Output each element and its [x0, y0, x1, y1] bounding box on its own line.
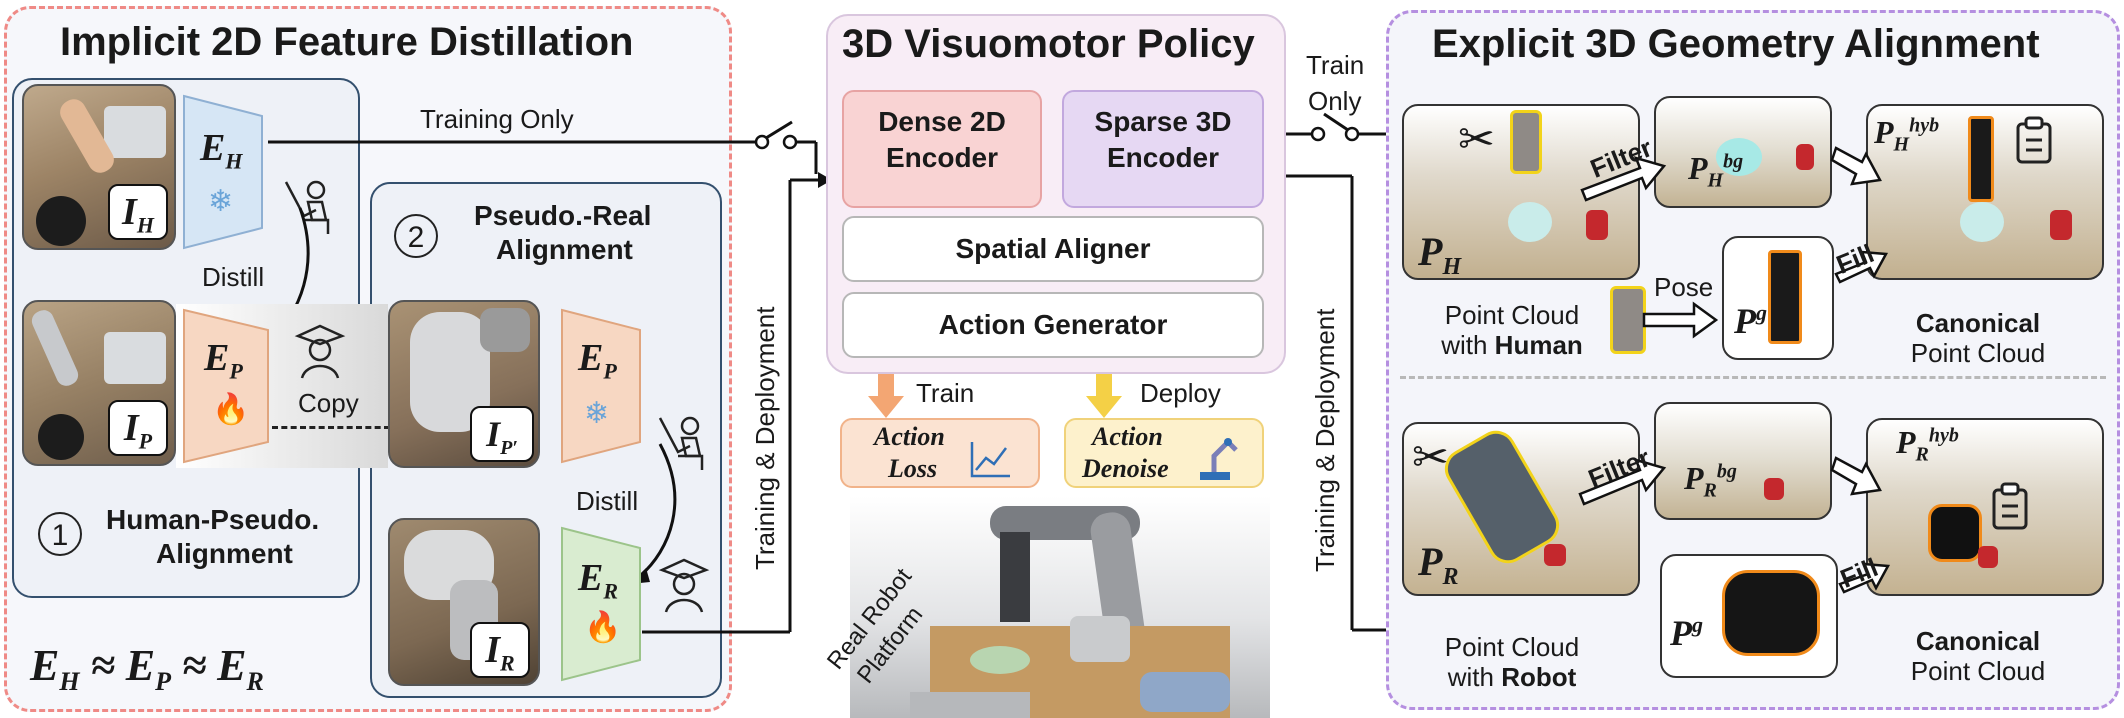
human-hyb-cloud [1866, 104, 2104, 280]
action-loss-a: Action [874, 422, 945, 451]
human-pg-cloud [1722, 236, 1834, 360]
flame-icon: 🔥 [584, 611, 622, 644]
er-label: ER [578, 557, 619, 604]
train-arrow [868, 374, 904, 418]
eh-label: EH [200, 127, 243, 174]
scissors-icon: ✂ [1412, 433, 1449, 482]
policy-title: 3D Visuomotor Policy [842, 22, 1255, 66]
right-panel-title: Explicit 3D Geometry Alignment [1432, 22, 2040, 66]
robot-hyb-cloud [1866, 418, 2104, 596]
distill-label-2: Distill [576, 486, 639, 516]
step-2-label-a: Pseudo.-Real [474, 200, 652, 231]
train-only-a: Train [1306, 50, 1365, 80]
robot-bg-cloud [1654, 402, 1832, 520]
student-icon [658, 558, 710, 613]
copy-line [272, 426, 390, 429]
chart-icon [970, 442, 1010, 478]
distill-label-1: Distill [202, 262, 265, 292]
ph-label: PH [1418, 229, 1462, 280]
pg2-label: Pg [1670, 612, 1703, 653]
robot-pg-cloud [1660, 554, 1838, 678]
ip-label: IP [108, 400, 168, 456]
spatial-aligner: Spatial Aligner [842, 216, 1264, 282]
step-1-label-b: Alignment [156, 538, 293, 569]
training-only-label: Training Only [420, 104, 574, 134]
eh-encoder [183, 94, 263, 250]
flame-icon: 🔥 [212, 393, 250, 426]
action-denoise-a: Action [1092, 422, 1163, 451]
left-panel-title: Implicit 2D Feature Distillation [60, 20, 634, 64]
train-only-b: Only [1308, 86, 1362, 116]
scissors-icon: ✂ [1458, 115, 1495, 164]
teacher-icon [658, 416, 704, 470]
clipboard-icon [1992, 482, 2028, 530]
step-2-label-b: Alignment [496, 234, 633, 265]
step-1-circle: 1 [38, 512, 82, 556]
ep-label: EP [204, 337, 243, 384]
copy-label: Copy [298, 388, 359, 418]
robot-platform-photo [850, 496, 1270, 718]
phhyb-label: PHhyb [1874, 114, 1940, 156]
step-1-label-a: Human-Pseudo. [106, 504, 320, 535]
action-denoise-box [1064, 418, 1264, 488]
pg1-label: Pg [1734, 300, 1767, 341]
action-denoise-b: Denoise [1082, 454, 1169, 483]
ih-label: IH [108, 184, 168, 240]
robot-arm-icon [1200, 438, 1238, 480]
action-generator: Action Generator [842, 292, 1264, 358]
phbg-label: PHbg [1688, 150, 1744, 192]
equation: EH ≈ EP ≈ ER [30, 641, 264, 696]
prhyb-label: PRhyb [1896, 424, 1959, 466]
ep-encoder [183, 308, 269, 464]
snowflake-icon: ❄ [208, 185, 234, 218]
human-bg-cloud [1654, 96, 1832, 208]
deploy-label: Deploy [1140, 378, 1221, 408]
prbg-label: PRbg [1684, 460, 1737, 502]
ipp-label: IP′ [470, 406, 534, 462]
human-point-cloud [1402, 104, 1640, 280]
robot-point-cloud [1402, 422, 1640, 596]
ep2-label: EP [578, 337, 617, 384]
pr-label: PR [1418, 539, 1459, 590]
section-divider [1400, 376, 2106, 379]
er-encoder [561, 526, 641, 682]
teacher-icon [284, 180, 330, 234]
clipboard-icon [2016, 116, 2052, 164]
student-icon [294, 324, 346, 379]
deploy-arrow [1086, 374, 1122, 418]
train-label: Train [916, 378, 975, 408]
action-loss-b: Loss [888, 454, 938, 483]
ir-label: IR [470, 622, 530, 678]
pose-label: Pose [1654, 272, 1714, 302]
step-2-circle: 2 [394, 214, 438, 258]
ep-frozen-encoder [561, 308, 641, 464]
snowflake-icon: ❄ [584, 397, 610, 430]
